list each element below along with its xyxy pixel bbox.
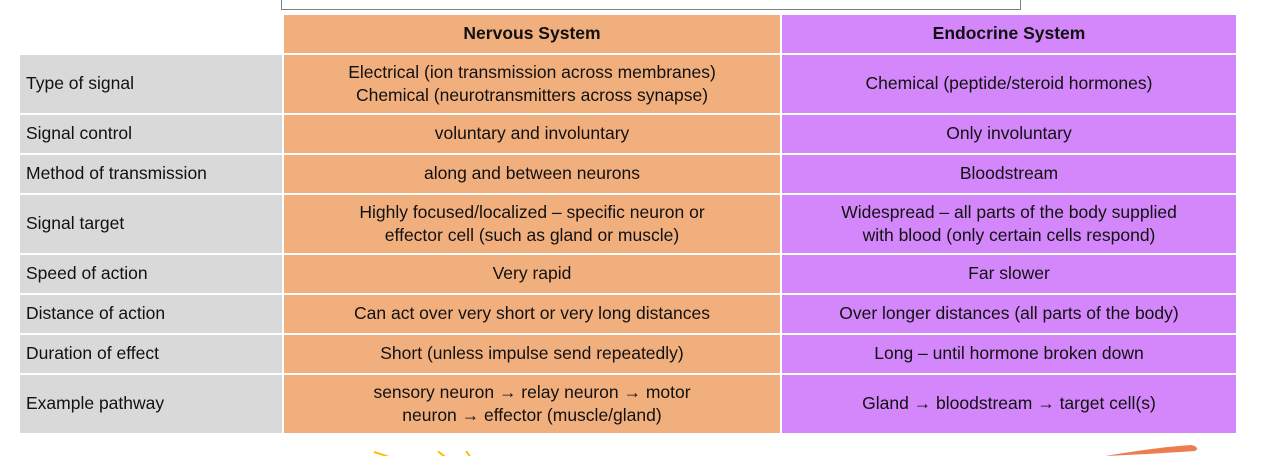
cell-text-line: with blood (only certain cells respond) <box>862 225 1156 245</box>
cell-endocrine-signal-control: Only involuntary <box>782 115 1236 153</box>
row-label-signal-target: Signal target <box>20 195 282 253</box>
cell-nervous-signal-target: Highly focused/localized – specific neur… <box>284 195 780 253</box>
cell-nervous-method-of-transmission: along and between neurons <box>284 155 780 193</box>
table-row: Signal control voluntary and involuntary… <box>20 115 1236 153</box>
cell-text-line: Gland → bloodstream → target cell(s) <box>862 393 1156 414</box>
table-row: Example pathway sensory neuron → relay n… <box>20 375 1236 433</box>
cell-nervous-type-of-signal: Electrical (ion transmission across memb… <box>284 55 780 113</box>
cell-text-line: Long – until hormone broken down <box>874 343 1144 364</box>
row-label-duration-of-effect: Duration of effect <box>20 335 282 373</box>
cell-text-line: Short (unless impulse send repeatedly) <box>380 343 684 364</box>
cell-text-line: Can act over very short or very long dis… <box>354 303 710 324</box>
orange-swoosh-decoration <box>1105 444 1200 456</box>
cell-text-line: Electrical (ion transmission across memb… <box>348 61 716 82</box>
cell-nervous-speed-of-action: Very rapid <box>284 255 780 293</box>
row-label-type-of-signal: Type of signal <box>20 55 282 113</box>
cell-text-line: Bloodstream <box>959 163 1059 184</box>
table-row: Distance of action Can act over very sho… <box>20 295 1236 333</box>
cell-text-line: Widespread – all parts of the body suppl… <box>841 201 1177 222</box>
cell-text-line: Over longer distances (all parts of the … <box>839 303 1179 324</box>
table-header-row: Nervous System Endocrine System <box>20 15 1236 53</box>
cell-nervous-example-pathway: sensory neuron → relay neuron → motor ne… <box>284 375 780 433</box>
cell-text-line: along and between neurons <box>423 163 640 184</box>
table-row: Speed of action Very rapid Far slower <box>20 255 1236 293</box>
table-row: Signal target Highly focused/localized –… <box>20 195 1236 253</box>
cell-text-line: sensory neuron → relay neuron → motor <box>373 381 691 402</box>
cell-text-line: voluntary and involuntary <box>434 123 630 144</box>
cell-endocrine-distance-of-action: Over longer distances (all parts of the … <box>782 295 1236 333</box>
row-label-speed-of-action: Speed of action <box>20 255 282 293</box>
yellow-annotation-mark <box>370 447 540 456</box>
table-row: Type of signal Electrical (ion transmiss… <box>20 55 1236 113</box>
cell-text-line: neuron → effector (muscle/gland) <box>402 405 662 425</box>
cell-nervous-distance-of-action: Can act over very short or very long dis… <box>284 295 780 333</box>
text-placeholder-frame[interactable] <box>281 0 1021 10</box>
cell-endocrine-example-pathway: Gland → bloodstream → target cell(s) <box>782 375 1236 433</box>
cell-endocrine-speed-of-action: Far slower <box>782 255 1236 293</box>
cell-endocrine-duration-of-effect: Long – until hormone broken down <box>782 335 1236 373</box>
cell-nervous-signal-control: voluntary and involuntary <box>284 115 780 153</box>
cell-text-line: Only involuntary <box>946 123 1072 144</box>
row-label-example-pathway: Example pathway <box>20 375 282 433</box>
cell-text-line: effector cell (such as gland or muscle) <box>384 225 680 245</box>
header-corner-blank <box>20 15 282 53</box>
cell-endocrine-signal-target: Widespread – all parts of the body suppl… <box>782 195 1236 253</box>
header-nervous-system: Nervous System <box>284 15 780 53</box>
cell-text-line: Chemical (peptide/steroid hormones) <box>865 73 1153 94</box>
cell-text-line: Far slower <box>968 263 1050 284</box>
table-row: Duration of effect Short (unless impulse… <box>20 335 1236 373</box>
cell-text-line: Very rapid <box>492 263 572 284</box>
cell-nervous-duration-of-effect: Short (unless impulse send repeatedly) <box>284 335 780 373</box>
row-label-method-of-transmission: Method of transmission <box>20 155 282 193</box>
cell-endocrine-method-of-transmission: Bloodstream <box>782 155 1236 193</box>
cell-endocrine-type-of-signal: Chemical (peptide/steroid hormones) <box>782 55 1236 113</box>
table-row: Method of transmission along and between… <box>20 155 1236 193</box>
row-label-signal-control: Signal control <box>20 115 282 153</box>
nervous-vs-endocrine-comparison-table: Nervous System Endocrine System Type of … <box>18 13 1238 435</box>
row-label-distance-of-action: Distance of action <box>20 295 282 333</box>
header-endocrine-system: Endocrine System <box>782 15 1236 53</box>
cell-text-line: Chemical (neurotransmitters across synap… <box>355 85 709 105</box>
cell-text-line: Highly focused/localized – specific neur… <box>359 201 705 222</box>
